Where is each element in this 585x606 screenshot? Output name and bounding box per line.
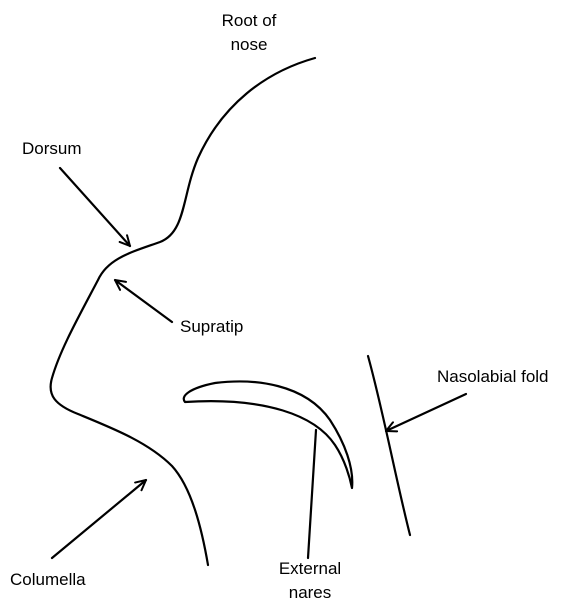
label-root-of-nose-line1: Root of	[210, 9, 288, 33]
label-nasolabial-fold: Nasolabial fold	[437, 365, 549, 389]
nasolabial-fold-line	[368, 356, 410, 535]
label-supratip: Supratip	[180, 315, 243, 339]
supratip-arrow	[115, 280, 172, 322]
label-external-nares: External nares	[265, 557, 355, 605]
external-nares-outline	[184, 381, 353, 488]
label-external-nares-line2: nares	[265, 581, 355, 605]
label-columella: Columella	[10, 568, 86, 592]
external-nares-pointer-line	[308, 430, 316, 558]
label-dorsum: Dorsum	[22, 137, 82, 161]
label-root-of-nose: Root of nose	[210, 9, 288, 57]
columella-arrow	[52, 480, 146, 558]
label-root-of-nose-line2: nose	[210, 33, 288, 57]
nose-profile-outline	[51, 58, 315, 565]
dorsum-arrow	[60, 168, 130, 246]
nasolabial-fold-arrow	[386, 394, 466, 431]
label-external-nares-line1: External	[265, 557, 355, 581]
